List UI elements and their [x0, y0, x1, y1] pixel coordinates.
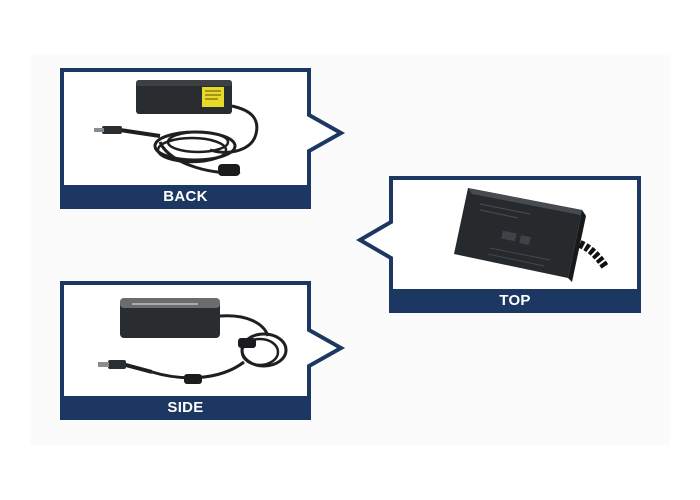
side-caption: SIDE — [167, 399, 204, 416]
power-adapter-back-photo — [94, 80, 259, 176]
top-caption: TOP — [499, 292, 531, 309]
back-caption: BACK — [163, 188, 208, 205]
power-adapter-side-photo — [98, 298, 288, 384]
top-caption-bar — [391, 289, 639, 311]
side-caption-bar — [62, 396, 309, 418]
power-adapter-top-photo — [454, 188, 610, 282]
back-caption-bar — [62, 185, 309, 207]
warning-label-icon — [202, 87, 224, 107]
